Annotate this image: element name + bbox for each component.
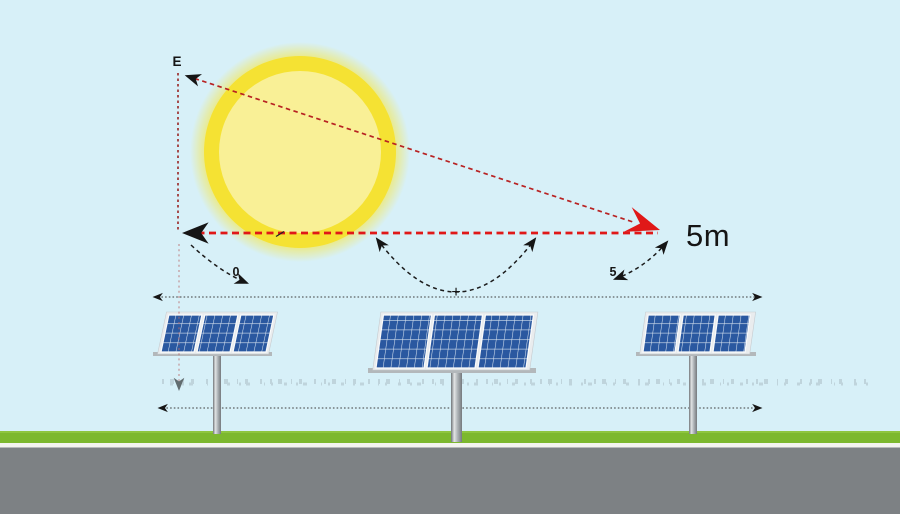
panel-pole-left [213, 354, 221, 434]
faint-marking-row [162, 379, 868, 386]
panel-module [232, 314, 275, 353]
curb-line [0, 443, 900, 448]
right-angle-label: 5 [610, 265, 617, 279]
panel-module [712, 314, 751, 353]
panel-module [196, 314, 239, 353]
grass-strip [0, 431, 900, 444]
left-angle-arc-arrow [190, 244, 249, 284]
solar-panel-middle [368, 311, 539, 442]
panel-module [642, 314, 681, 353]
tick-mark [275, 230, 285, 238]
panel-pole-middle [451, 371, 462, 442]
panel-module [375, 314, 433, 369]
grass-highlight [0, 431, 900, 433]
panel-pole-right [689, 354, 697, 434]
spacing-distance-label: 5m [686, 218, 730, 253]
panel-module [160, 314, 203, 353]
arc-center-marker: + [451, 284, 460, 301]
panel-module [677, 314, 716, 353]
sun [190, 42, 410, 262]
solar-panel-right [636, 311, 756, 434]
sun-inner-core [219, 71, 381, 233]
center-span-arc-arrow [375, 237, 537, 293]
solar-panel-left [153, 311, 278, 434]
panel-module [426, 314, 484, 369]
panel-base-bar-middle [368, 368, 536, 373]
red-arrowhead [623, 207, 660, 232]
elevation-point-label: E [172, 54, 181, 69]
left-angle-label: 0 [233, 265, 240, 279]
panel-module [477, 314, 535, 369]
right-angle-arc-arrow [612, 240, 669, 281]
sun-ray-diagonal-line [184, 74, 634, 223]
road-ground [0, 447, 900, 514]
